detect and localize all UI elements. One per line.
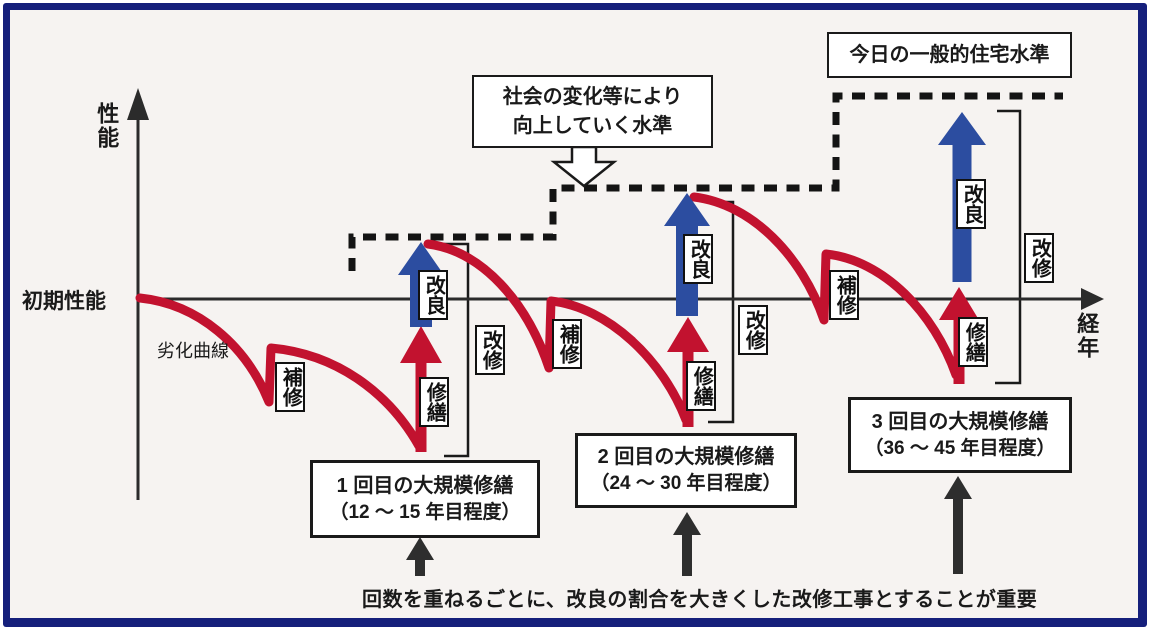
shuzen-label-3: 修繕 — [958, 317, 989, 367]
axes — [127, 88, 1104, 500]
milestone-pointer-arrow-1 — [406, 537, 434, 576]
deterioration-curve-period-3 — [689, 192, 961, 380]
renovation-bracket-1 — [436, 242, 470, 458]
kaishu-label-2: 改修 — [738, 305, 769, 355]
milestone-3-title: 3 回目の大規模修繕 — [871, 410, 1049, 433]
y-axis-label: 性能 — [94, 102, 120, 150]
milestone-1-title: 1 回目の大規模修繕 — [336, 474, 514, 497]
hoshu-label-1: 補修 — [275, 362, 306, 412]
kaishu-label-1: 改修 — [475, 325, 506, 375]
deterioration-curve-period-2 — [423, 239, 691, 425]
milestone-box-2: 2 回目の大規模修繕 （24 ～ 30 年目程度） — [575, 433, 797, 508]
renovation-bracket-3 — [995, 109, 1022, 385]
milestone-2-title: 2 回目の大規模修繕 — [597, 446, 775, 469]
deterioration-curve-period-1 — [135, 293, 424, 451]
milestone-1-period: （12 ～ 15 年目程度） — [329, 501, 521, 523]
milestone-box-1: 1 回目の大規模修繕 （12 ～ 15 年目程度） — [310, 460, 540, 538]
kairyo-label-1: 改良 — [418, 270, 449, 320]
hoshu-label-2: 補修 — [552, 319, 583, 369]
rising-standard-dashed-line — [348, 92, 1063, 271]
shuzen-label-2: 修繕 — [686, 361, 717, 411]
todays-standard-callout: 今日の一般的住宅水準 — [827, 32, 1072, 78]
milestone-pointer-arrow-3 — [944, 476, 972, 574]
deterioration-curve-label: 劣化曲線 — [157, 341, 229, 361]
kaishu-label-3: 改修 — [1024, 233, 1055, 283]
y-axis-arrowhead — [127, 88, 149, 120]
kairyo-label-2: 改良 — [683, 234, 714, 284]
shuzen-label-1: 修繕 — [419, 377, 450, 427]
social-change-callout-line1: 社会の変化等により — [502, 85, 683, 108]
footer-note: 回数を重ねるごとに、改良の割合を大きくした改修工事とすることが重要 — [362, 589, 1038, 611]
todays-standard-text: 今日の一般的住宅水準 — [849, 43, 1050, 66]
callout-pointer-arrow — [550, 145, 618, 188]
initial-performance-label: 初期性能 — [22, 290, 106, 313]
milestone-2-period: （24 ～ 30 年目程度） — [590, 473, 782, 495]
social-change-callout: 社会の変化等により 向上していく水準 — [472, 75, 713, 148]
kairyo-label-3: 改良 — [956, 179, 987, 229]
hoshu-label-3: 補修 — [829, 270, 860, 320]
x-axis-label: 経年 — [1074, 312, 1100, 360]
social-change-callout-line2: 向上していく水準 — [512, 114, 673, 137]
milestone-3-period: （36 ～ 45 年目程度） — [864, 437, 1056, 459]
milestone-pointer-arrow-2 — [673, 512, 701, 576]
milestone-box-3: 3 回目の大規模修繕 （36 ～ 45 年目程度） — [848, 397, 1072, 473]
x-axis-arrowhead — [1081, 288, 1104, 310]
